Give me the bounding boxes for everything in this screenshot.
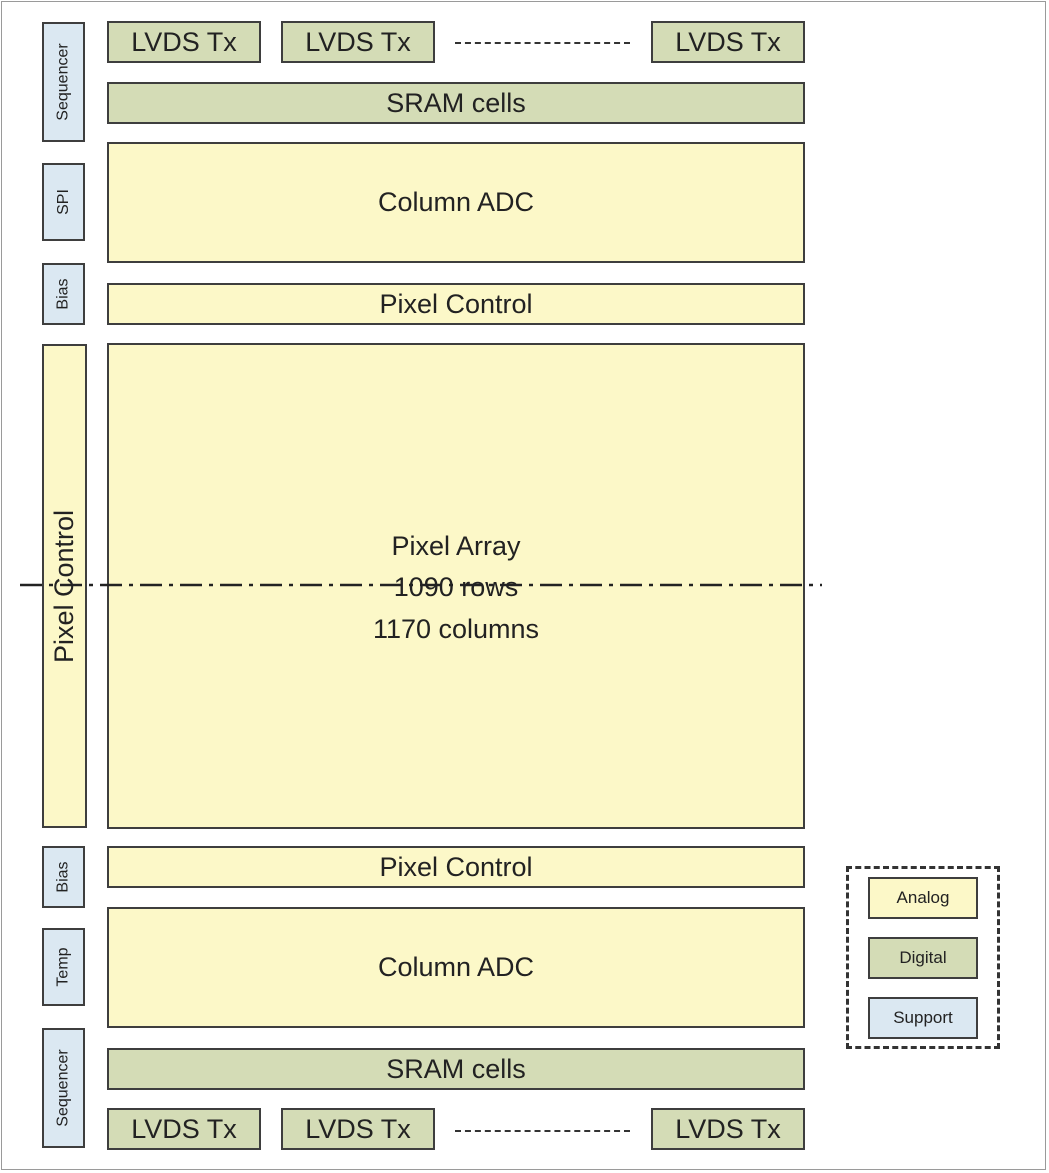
- pixel-array-columns: 1170 columns: [372, 614, 540, 644]
- legend-support: Support: [868, 997, 978, 1039]
- column-adc-top: Column ADC: [107, 142, 805, 263]
- bias-bottom-label: Bias: [54, 861, 72, 893]
- legend-analog: Analog: [868, 877, 978, 919]
- sram-cells-top: SRAM cells: [107, 82, 805, 124]
- pixel-array-title: Pixel Array: [391, 531, 521, 561]
- pixel-array-rows: 1090 rows: [393, 572, 519, 602]
- lvds-tx-top-3: LVDS Tx: [651, 21, 805, 63]
- legend: Analog Digital Support: [846, 866, 1000, 1049]
- temp-block: Temp: [42, 928, 85, 1006]
- lvds-tx-top-1: LVDS Tx: [107, 21, 261, 63]
- legend-digital: Digital: [868, 937, 978, 979]
- lvds-top-continuation: [455, 42, 630, 44]
- bias-top-block: Bias: [42, 263, 85, 325]
- pixel-control-bottom: Pixel Control: [107, 846, 805, 888]
- pixel-control-top: Pixel Control: [107, 283, 805, 325]
- spi-block: SPI: [42, 163, 85, 241]
- lvds-tx-bottom-3: LVDS Tx: [651, 1108, 805, 1150]
- bias-top-label: Bias: [54, 278, 72, 310]
- sram-cells-bottom: SRAM cells: [107, 1048, 805, 1090]
- column-adc-bottom: Column ADC: [107, 907, 805, 1028]
- lvds-tx-bottom-1: LVDS Tx: [107, 1108, 261, 1150]
- lvds-tx-top-2: LVDS Tx: [281, 21, 435, 63]
- center-cut-line: [20, 583, 822, 587]
- sequencer-top-label: Sequencer: [54, 43, 72, 121]
- sequencer-top-block: Sequencer: [42, 22, 85, 142]
- sequencer-bottom-label: Sequencer: [54, 1049, 72, 1127]
- lvds-bottom-continuation: [455, 1130, 630, 1132]
- spi-label: SPI: [54, 189, 72, 215]
- bias-bottom-block: Bias: [42, 846, 85, 908]
- sequencer-bottom-block: Sequencer: [42, 1028, 85, 1148]
- lvds-tx-bottom-2: LVDS Tx: [281, 1108, 435, 1150]
- temp-label: Temp: [54, 947, 72, 987]
